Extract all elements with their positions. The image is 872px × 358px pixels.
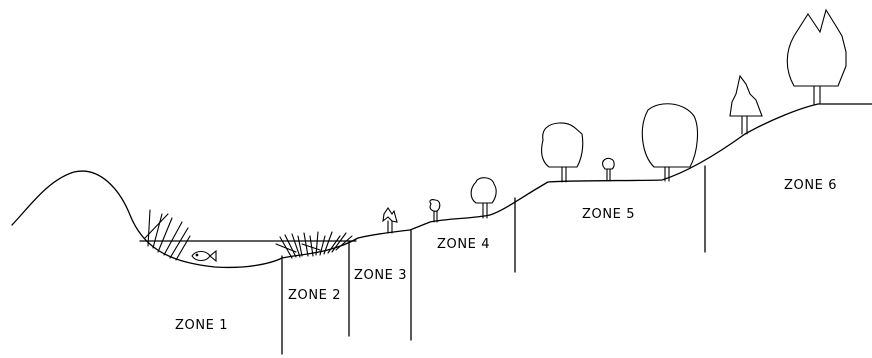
- shrub-icon: [382, 207, 398, 234]
- zone-4-label: ZONE 4: [437, 237, 490, 252]
- tree-icon: [641, 103, 699, 182]
- tree-icon: [541, 122, 584, 183]
- sapling-icon: [429, 199, 441, 223]
- zone-3-label: ZONE 3: [354, 268, 407, 283]
- zone-2-label: ZONE 2: [288, 288, 341, 303]
- emergent-reeds-icon: [144, 209, 191, 261]
- zone-1-label: ZONE 1: [175, 318, 228, 333]
- zone-5-label: ZONE 5: [582, 207, 635, 222]
- tree-icon: [729, 74, 763, 135]
- sapling-icon: [602, 157, 615, 182]
- tree-icon: [786, 8, 847, 105]
- emergent-reeds-icon: [275, 231, 353, 259]
- terrain-profile: [11, 103, 872, 269]
- zone-6-label: ZONE 6: [784, 178, 837, 193]
- fish-icon: [191, 249, 217, 263]
- tree-icon: [470, 177, 497, 219]
